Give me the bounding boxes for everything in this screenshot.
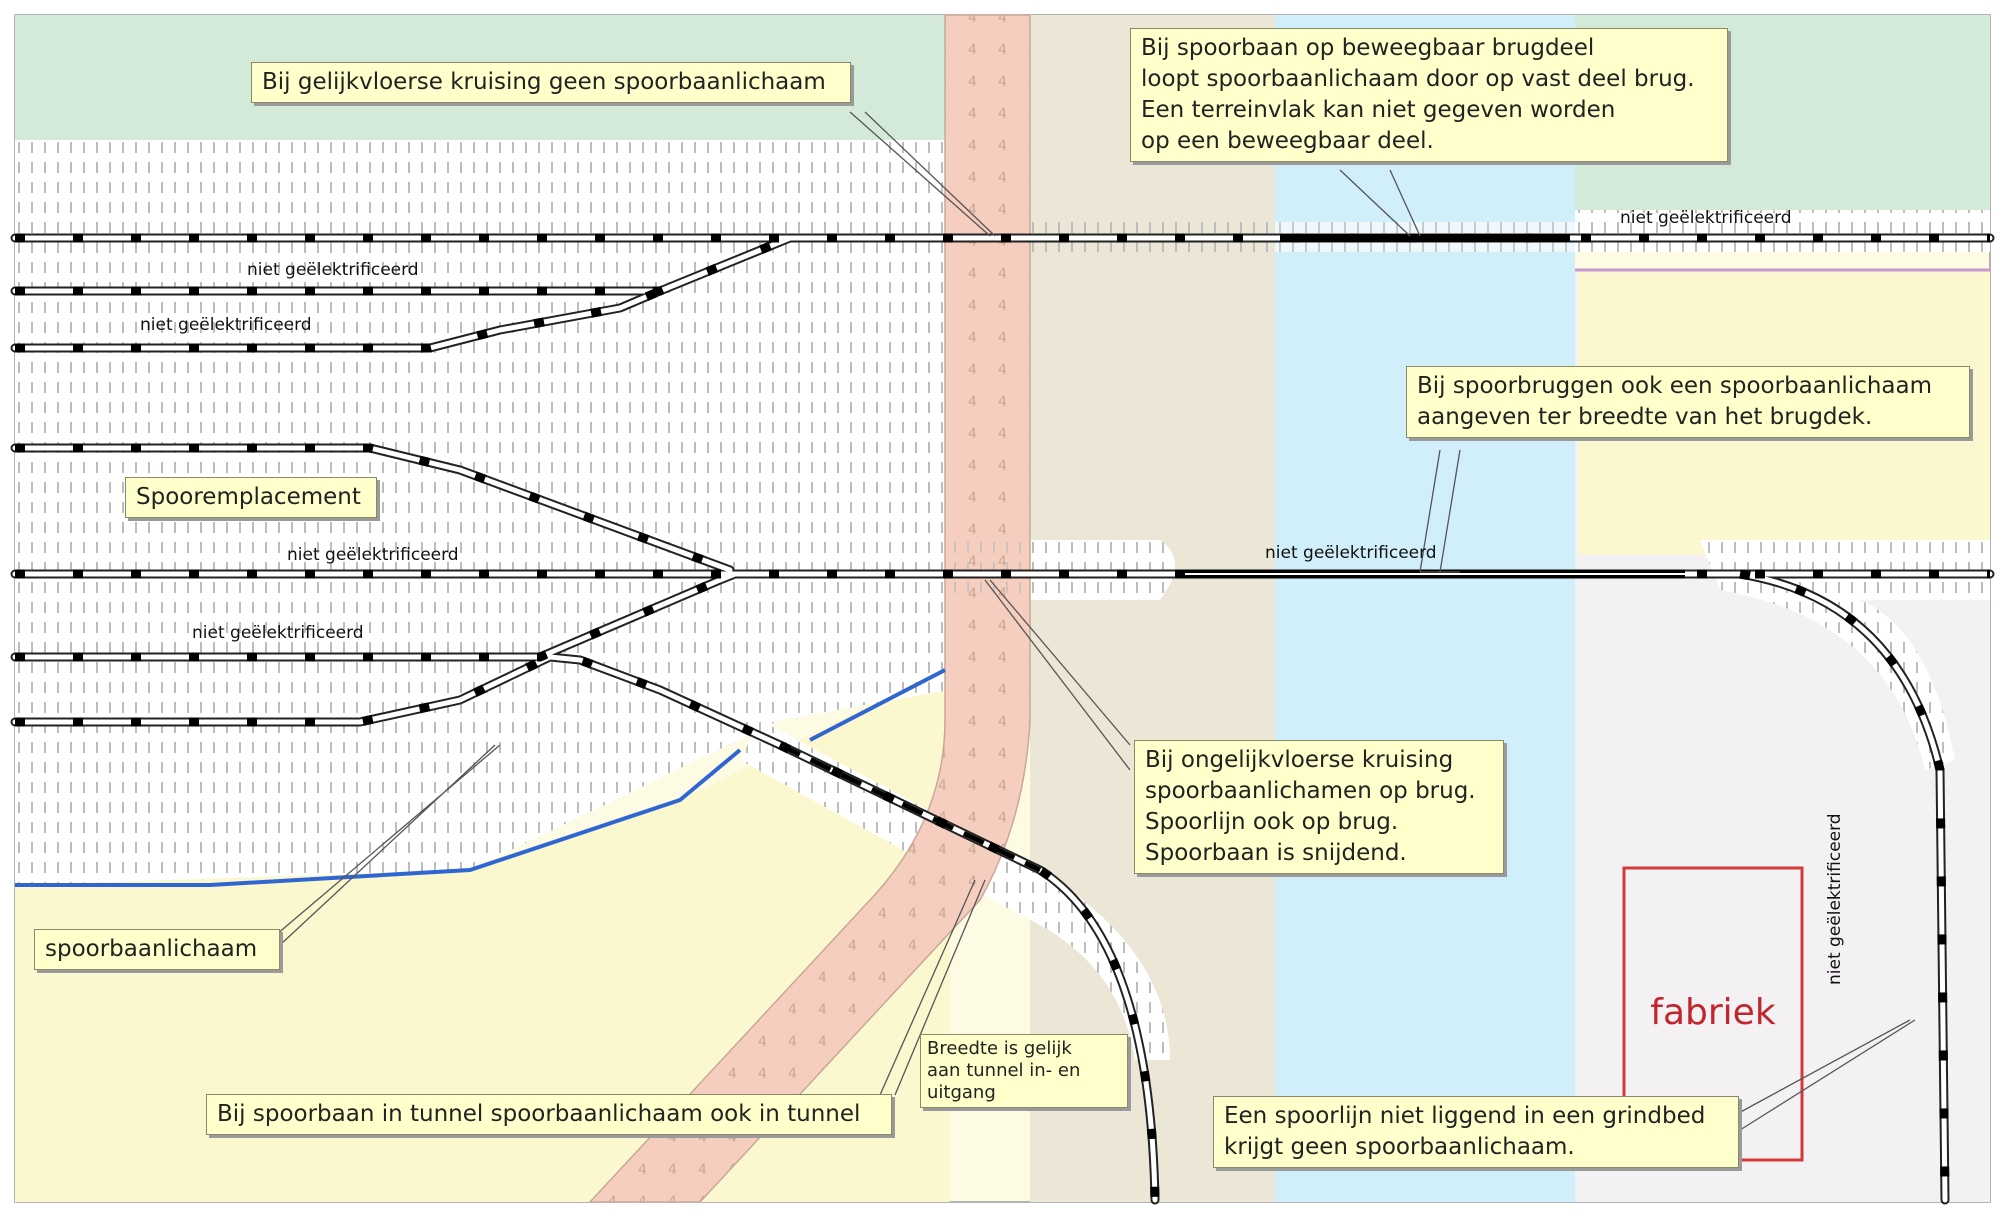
road-texture [590,15,1030,1202]
callout-line: Spooremplacement [136,484,361,510]
sand-area-middle [15,600,950,1202]
callout-spoorbruggen: Bij spoorbruggen ook een spoorbaanlichaa… [1406,366,1970,438]
callout-line: Bij spoorbaan op beweegbaar brugdeel [1141,35,1595,61]
callout-line: spoorbaanlichaam [45,936,258,962]
leader-tunnel [879,879,986,1096]
callout-grindbed: Een spoorlijn niet liggend in een grindb… [1213,1096,1739,1168]
callout-line: Bij gelijkvloerse kruising geen spoorbaa… [262,69,826,95]
tunnel-track-dashed [778,742,1042,873]
callout-breedte-tunnel: Breedte is gelijk aan tunnel in- en uitg… [920,1034,1128,1108]
water-line [15,668,946,887]
trackbed-top-strip-right-dots [1575,210,1990,252]
leader-spoorbaanlichaam [269,744,501,946]
callout-line: spoorbaanlichamen op brug. [1145,778,1476,804]
callout-gelijkvloerse-kruising: Bij gelijkvloerse kruising geen spoorbaa… [251,62,851,103]
track-label: niet geëlektrificeerd [192,623,364,643]
callout-line: loopt spoorbaanlichaam door op vast deel… [1141,66,1695,92]
callout-line: uitgang [927,1082,996,1103]
callout-line: krijgt geen spoorbaanlichaam. [1224,1134,1575,1160]
callout-line: Bij ongelijkvloerse kruising [1145,747,1454,773]
callout-line: Bij spoorbruggen ook een spoorbaanlichaa… [1417,373,1933,399]
track-label: niet geëlektrificeerd [1620,208,1792,228]
leader-gelijkvloers [849,111,996,237]
callout-line: aangeven ter breedte van het brugdek. [1417,404,1873,430]
callout-spoorbaan-in-tunnel: Bij spoorbaan in tunnel spoorbaanlichaam… [206,1094,892,1135]
callout-line: Spoorlijn ook op brug. [1145,809,1399,835]
callout-line: Spoorbaan is snijdend. [1145,840,1407,866]
leader-lines [269,111,1916,1131]
yard-dots [15,140,950,885]
leader-ongelijkvloers [984,579,1131,771]
tunnel-trackbed-dots [740,720,1170,1060]
track-label: niet geëlektrificeerd [287,545,459,565]
callout-line: op een beweegbaar deel. [1141,128,1434,154]
track-label: niet geëlektrificeerd [247,260,419,280]
water-area [1275,15,1575,1202]
track-label: niet geëlektrificeerd [1265,543,1437,563]
callout-spooremplacement: Spooremplacement [125,477,377,518]
callout-ongelijkvloerse-kruising: Bij ongelijkvloerse kruising spoorbaanli… [1134,740,1504,874]
callout-spoorbaanlichaam: spoorbaanlichaam [34,929,280,970]
callout-line: Breedte is gelijk [927,1038,1072,1059]
leader-grindbed [1734,1019,1916,1131]
callout-line: Een terreinvlak kan niet gegeven worden [1141,97,1616,123]
track-label: niet geëlektrificeerd [140,315,312,335]
fabriek-label: fabriek [1650,992,1776,1033]
railway-tracks [10,233,1995,1205]
callout-line: aan tunnel in- en [927,1060,1081,1081]
track-ties [15,233,1990,1201]
track-label-vertical: niet geëlektrificeerd [1825,813,1845,985]
leader-brugdeel [1339,169,1421,237]
leader-spoorbruggen [1419,449,1461,573]
callout-line: Bij spoorbaan in tunnel spoorbaanlichaam… [217,1101,861,1127]
callout-line: Een spoorlijn niet liggend in een grindb… [1224,1103,1706,1129]
callout-beweegbaar-brugdeel: Bij spoorbaan op beweegbaar brugdeel loo… [1130,28,1728,162]
railway-yard [15,140,1990,1060]
